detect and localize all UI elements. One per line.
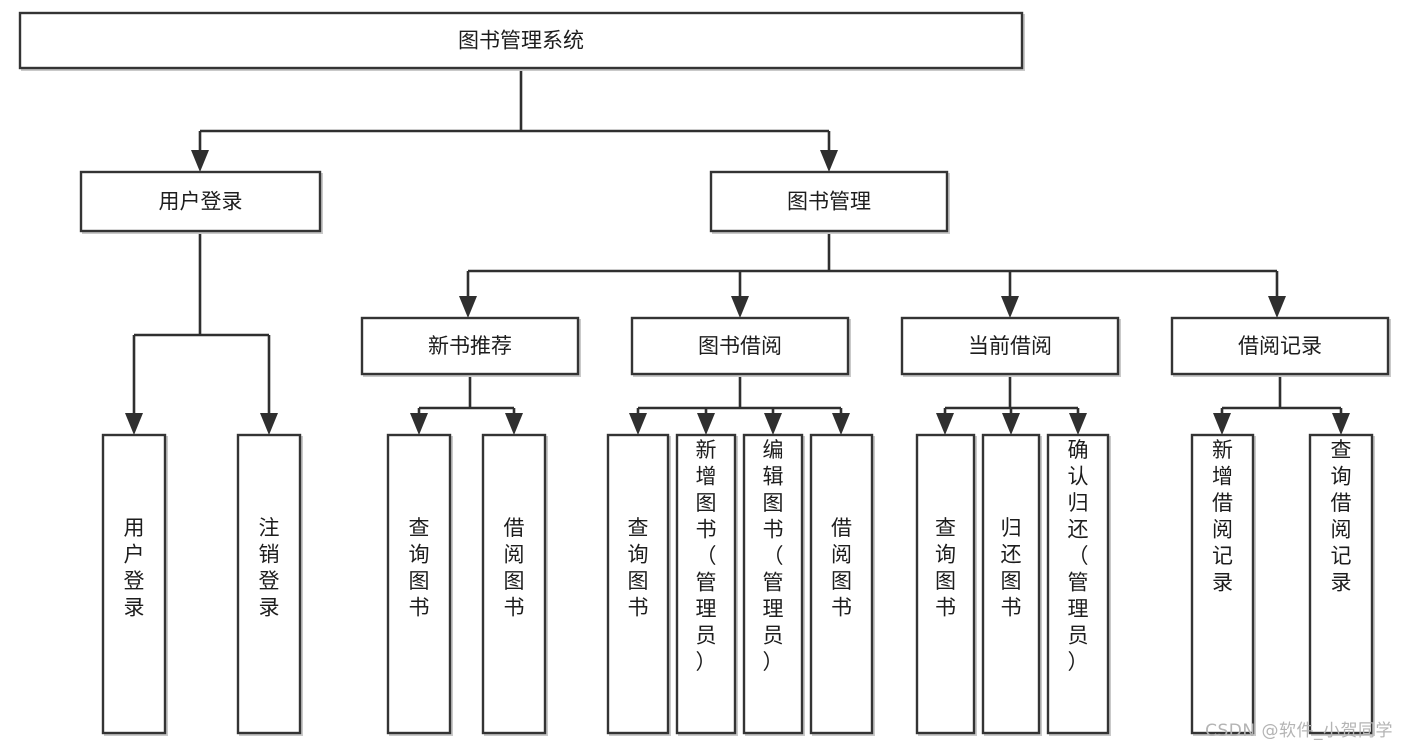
node-leaf-query-borrow-record[interactable]: 查询借阅记录 [1308,433,1375,736]
node-leaf-return-book[interactable]: 归还图书 [981,433,1042,736]
book-manage-arrow-icon [459,296,477,318]
node-leaf-confirm-return-admin[interactable]: 确认归还（管理员） [1046,433,1111,736]
node-leaf-query-book-borrow[interactable]: 查询图书 [606,433,671,736]
connector-lines-layer [125,68,1350,435]
node-leaf-query-book-recommend[interactable]: 查询图书 [386,433,453,736]
node-leaf-edit-book-admin[interactable]: 编辑图书（管理员） [742,433,805,736]
node-rect [630,316,850,376]
node-rect [236,433,302,735]
node-label: 当前借阅 [968,334,1052,358]
node-label: 确认归还（管理员） [1068,438,1089,674]
node-rect [915,433,976,735]
node-label: 编辑图书（管理员） [763,438,784,674]
node-rect [1170,316,1390,376]
node-rect [101,433,167,735]
node-label: 新书推荐 [428,334,512,358]
new-book-recommend-arrow-icon [505,413,523,435]
node-leaf-user-login[interactable]: 用户登录 [101,433,168,736]
root-arrow-icon [820,150,838,172]
node-rect [809,433,874,735]
node-label: 用户登录 [124,516,145,620]
node-rect [1046,433,1110,735]
book-borrow-arrow-icon [629,413,647,435]
new-book-recommend-arrow-icon [410,413,428,435]
current-borrow-arrow-icon [1069,413,1087,435]
node-label: 查询图书 [409,516,430,620]
node-label: 查询借阅记录 [1331,438,1352,595]
node-label: 借阅图书 [831,516,852,620]
user-login-arrow-icon [125,413,143,435]
node-label: 图书管理 [787,190,871,214]
node-label: 借阅记录 [1238,334,1322,358]
root-arrow-icon [191,150,209,172]
csdn-watermark: CSDN @软件_小贺同学 [1205,721,1393,741]
node-rect [481,433,547,735]
node-label: 借阅图书 [504,516,525,620]
node-leaf-borrow-book[interactable]: 借阅图书 [809,433,875,736]
node-label: 注销登录 [259,516,280,620]
book-borrow-arrow-icon [832,413,850,435]
node-leaf-query-book-current[interactable]: 查询图书 [915,433,977,736]
node-new-book-recommend[interactable]: 新书推荐 [360,316,581,377]
node-rect [900,316,1120,376]
node-user-login[interactable]: 用户登录 [79,170,323,234]
node-rect [79,170,322,233]
node-label: 图书管理系统 [458,29,584,53]
node-leaf-add-borrow-record[interactable]: 新增借阅记录 [1190,433,1256,736]
node-label: 归还图书 [1001,516,1022,620]
current-borrow-arrow-icon [936,413,954,435]
node-label: 用户登录 [159,190,243,214]
book-borrow-arrow-icon [764,413,782,435]
current-borrow-arrow-icon [1002,413,1020,435]
node-rect [18,11,1024,70]
user-login-arrow-icon [260,413,278,435]
node-rect [981,433,1041,735]
book-manage-arrow-icon [1001,296,1019,318]
node-current-borrow[interactable]: 当前借阅 [900,316,1121,377]
borrow-record-arrow-icon [1213,413,1231,435]
node-label: 查询图书 [935,516,956,620]
node-borrow-record[interactable]: 借阅记录 [1170,316,1391,377]
node-leaf-borrow-book-recommend[interactable]: 借阅图书 [481,433,548,736]
node-rect [1190,433,1255,735]
node-root[interactable]: 图书管理系统 [18,11,1025,71]
node-label: 新增图书（管理员） [696,438,717,674]
node-book-manage[interactable]: 图书管理 [709,170,950,234]
node-label: 查询图书 [628,516,649,620]
book-manage-arrow-icon [1268,296,1286,318]
node-boxes-layer: 图书管理系统用户登录图书管理新书推荐图书借阅当前借阅借阅记录用户登录注销登录查询… [18,11,1391,736]
node-rect [386,433,452,735]
node-leaf-add-book-admin[interactable]: 新增图书（管理员） [675,433,738,736]
node-rect [1308,433,1374,735]
book-borrow-arrow-icon [697,413,715,435]
borrow-record-arrow-icon [1332,413,1350,435]
node-rect [360,316,580,376]
node-label: 新增借阅记录 [1212,438,1233,595]
book-manage-arrow-icon [731,296,749,318]
node-rect [709,170,949,233]
node-rect [742,433,804,735]
node-label: 图书借阅 [698,334,782,358]
node-rect [675,433,737,735]
node-rect [606,433,670,735]
node-book-borrow[interactable]: 图书借阅 [630,316,851,377]
node-leaf-logout[interactable]: 注销登录 [236,433,303,736]
